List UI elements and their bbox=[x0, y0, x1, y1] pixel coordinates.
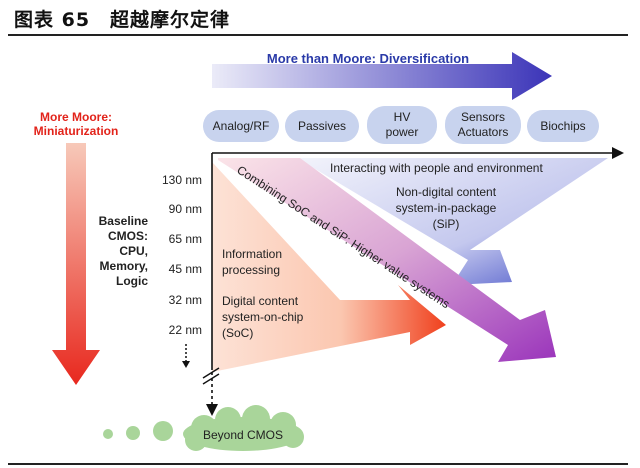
baseline-line-2: CMOS: bbox=[108, 229, 148, 243]
node-45: 45 nm bbox=[169, 262, 202, 276]
sip-label-1: Non-digital content bbox=[396, 185, 497, 199]
pill-biochips: Biochips bbox=[527, 110, 599, 142]
pill-hv-label-1: HV bbox=[394, 110, 411, 124]
sip-wedge bbox=[300, 158, 608, 285]
left-arrow-label-1: More Moore: bbox=[40, 110, 112, 124]
pill-sensors-label-1: Sensors bbox=[461, 110, 505, 124]
cloud-dot-medium bbox=[126, 426, 140, 440]
combine-wedge bbox=[218, 158, 556, 362]
y-axis-arrowhead bbox=[206, 404, 218, 416]
info-label-2: processing bbox=[222, 263, 280, 277]
pill-passives: Passives bbox=[285, 110, 359, 142]
baseline-line-4: Memory, bbox=[100, 259, 148, 273]
left-arrow-label-2: Miniaturization bbox=[34, 124, 119, 138]
node-130: 130 nm bbox=[162, 173, 202, 187]
axis-break-2 bbox=[202, 373, 220, 385]
cloud-dot-large bbox=[153, 421, 173, 441]
node-65: 65 nm bbox=[169, 232, 202, 246]
pill-analog-label: Analog/RF bbox=[213, 119, 270, 133]
baseline-line-3: CPU, bbox=[119, 244, 148, 258]
pill-sensors-label-2: Actuators bbox=[458, 125, 509, 139]
soc-wedge bbox=[212, 162, 446, 372]
x-axis-arrowhead bbox=[612, 147, 624, 159]
node-22: 22 nm bbox=[169, 323, 202, 337]
sip-label-3: (SiP) bbox=[433, 217, 460, 231]
soc-label-1: Digital content bbox=[222, 294, 299, 308]
node-90: 90 nm bbox=[169, 202, 202, 216]
figure-title: 图表 65 超越摩尔定律 bbox=[14, 9, 231, 31]
pill-biochips-label: Biochips bbox=[540, 119, 585, 133]
beyond-cmos-cloud bbox=[183, 405, 304, 451]
top-arrow-label: More than Moore: Diversification bbox=[267, 51, 469, 66]
node-dotted-arrowhead bbox=[182, 361, 190, 368]
pill-passives-label: Passives bbox=[298, 119, 346, 133]
sip-label-2: system-in-package bbox=[396, 201, 497, 215]
cloud-dot-small bbox=[103, 429, 113, 439]
pill-hv-label-2: power bbox=[386, 125, 419, 139]
info-label-1: Information bbox=[222, 247, 282, 261]
pill-analog: Analog/RF bbox=[203, 110, 279, 142]
baseline-line-5: Logic bbox=[116, 274, 148, 288]
soc-label-2: system-on-chip bbox=[222, 310, 304, 324]
top-arrow bbox=[212, 52, 552, 100]
axis-break-1 bbox=[202, 367, 220, 379]
baseline-line-1: Baseline bbox=[99, 214, 149, 228]
pill-sensors: Sensors Actuators bbox=[445, 106, 521, 144]
pill-hv: HV power bbox=[367, 106, 437, 144]
top-rule bbox=[8, 34, 628, 36]
bottom-rule bbox=[8, 463, 628, 465]
node-32: 32 nm bbox=[169, 293, 202, 307]
beyond-cmos-label: Beyond CMOS bbox=[203, 428, 283, 442]
left-arrow bbox=[52, 143, 100, 385]
interacting-label: Interacting with people and environment bbox=[330, 161, 543, 175]
soc-label-3: (SoC) bbox=[222, 326, 253, 340]
